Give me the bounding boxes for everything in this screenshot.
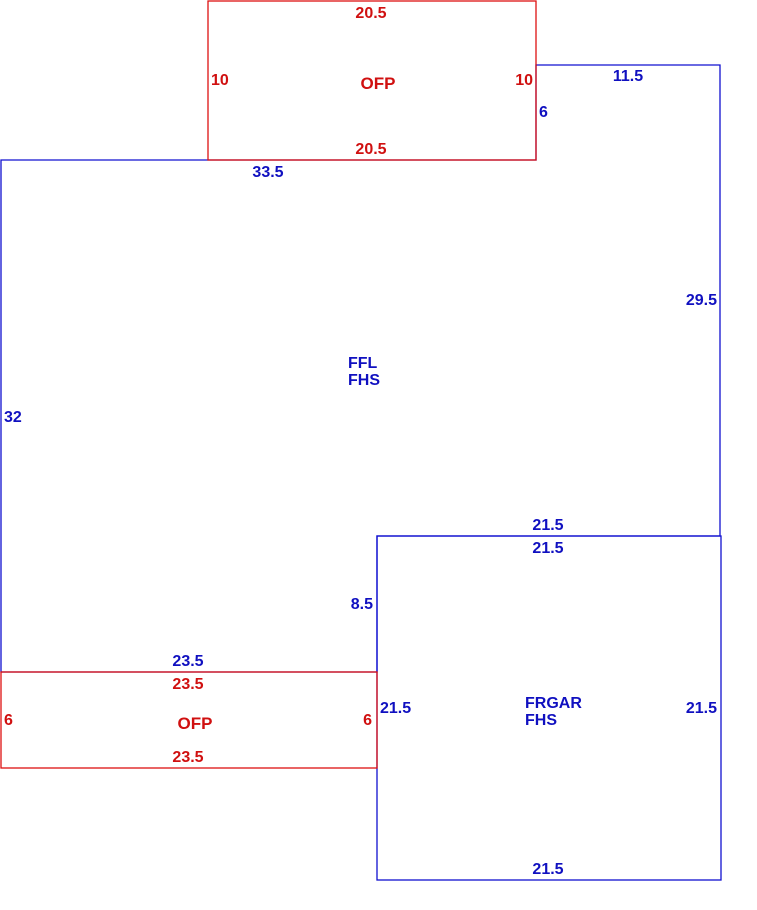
top-porch-bottom-dimension: 20.5 [355, 141, 386, 158]
top-porch-right-dimension: 10 [515, 72, 533, 89]
main-house-upper-right-top-dimension: 11.5 [613, 68, 643, 85]
garage-right-dimension: 21.5 [686, 700, 717, 717]
garage-top-dimension: 21.5 [532, 540, 563, 557]
bottom-porch-outline [0, 671, 378, 769]
top-porch-left-dimension: 10 [211, 72, 229, 89]
main-house-left-dimension: 32 [4, 409, 22, 426]
main-house-area-label-line2: FHS [348, 372, 380, 389]
bottom-porch-bottom-dimension: 23.5 [172, 749, 203, 766]
main-house-upper-left-top-dimension: 33.5 [252, 164, 283, 181]
top-porch-area-label: OFP [361, 74, 396, 93]
main-house-garage-shared-dimension: 21.5 [532, 517, 563, 534]
bottom-porch-top-dimension: 23.5 [172, 676, 203, 693]
garage-left-dimension: 21.5 [380, 700, 411, 717]
top-porch-top-dimension: 20.5 [355, 5, 386, 22]
main-house-lower-bottom-dimension: 23.5 [172, 653, 203, 670]
main-house-right-step-dimension: 6 [539, 104, 548, 121]
main-house-area-label-line1: FFL [348, 355, 378, 372]
top-porch-outline [207, 0, 537, 161]
bottom-porch-right-dimension: 6 [363, 712, 372, 729]
bottom-porch-left-dimension: 6 [4, 712, 13, 729]
main-house-right-dimension: 29.5 [686, 292, 717, 309]
garage-area-label-line1: FRGAR [525, 695, 582, 712]
bottom-porch-area-label: OFP [178, 714, 213, 733]
garage-bottom-dimension: 21.5 [532, 861, 563, 878]
garage-area-label-line2: FHS [525, 712, 557, 729]
main-house-inner-step-dimension: 8.5 [351, 596, 373, 613]
